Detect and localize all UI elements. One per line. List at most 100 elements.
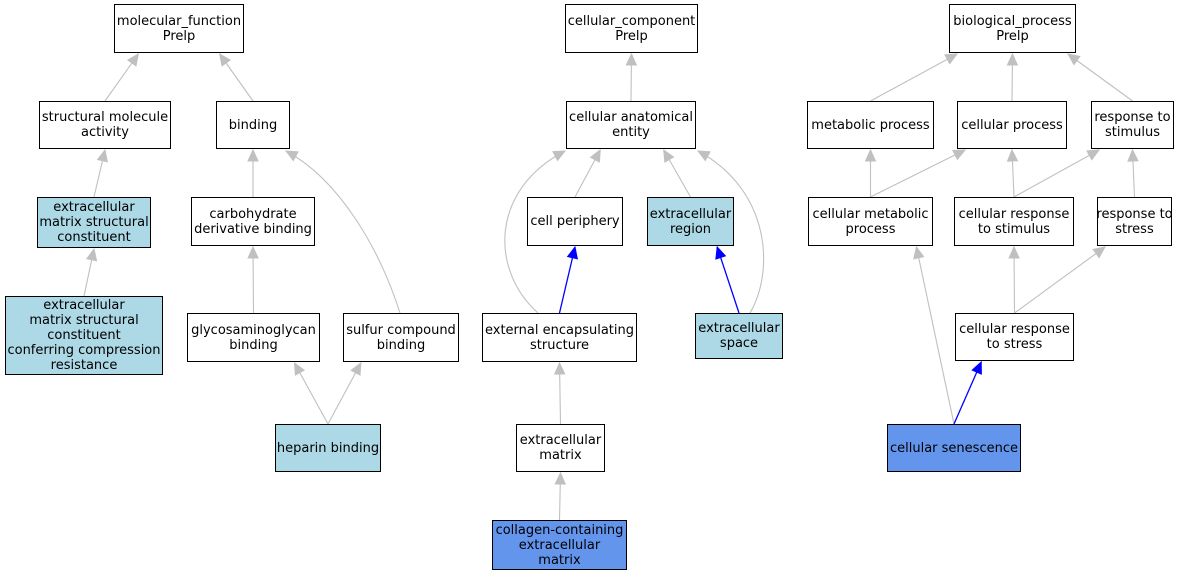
node-label-line: biological_process	[953, 13, 1072, 29]
edge-arrowhead	[247, 245, 259, 259]
node-label-line: cellular_component	[567, 13, 696, 29]
edge-arrowhead	[625, 52, 638, 66]
edge-arrowhead	[293, 361, 306, 376]
edge-arrowhead	[350, 361, 362, 376]
edge-arrowhead	[1006, 52, 1019, 66]
node-label-line: constituent	[57, 230, 131, 245]
edge-arrowhead	[696, 150, 711, 162]
edge-heparin-binding-to-sulfur-compound-binding	[327, 362, 362, 425]
node-label-line: matrix structural	[29, 313, 139, 328]
edge-arrowhead	[219, 53, 232, 67]
node-cellular-process: cellular process	[957, 101, 1067, 149]
node-label-line: binding	[228, 117, 278, 133]
node-label-line: cellular senescence	[890, 440, 1018, 456]
node-label-line: resistance	[50, 358, 118, 373]
node-label-line: conferring compression	[7, 343, 161, 358]
edge-arrowhead	[589, 148, 601, 163]
edge-response-to-stimulus-to-bp-root	[1067, 53, 1133, 102]
node-label-line: cell periphery	[530, 214, 620, 229]
edge-arrowhead	[247, 148, 259, 162]
edge-cellular-senescence-to-cellular-metabolic-process	[915, 246, 955, 425]
node-cellular-senescence: cellular senescence	[887, 424, 1021, 472]
node-label-line: matrix	[538, 552, 581, 568]
node-label-line: sulfur compound	[346, 322, 456, 338]
node-label-line: cellular anatomical	[569, 110, 693, 125]
node-label-line: response to	[1096, 206, 1173, 222]
edge-arrowhead	[1127, 148, 1139, 162]
edge-arrowhead	[663, 148, 675, 163]
node-label-line: constituent	[47, 328, 121, 343]
edge-arrowhead	[1067, 53, 1081, 66]
node-heparin-binding: heparin binding	[275, 424, 381, 472]
edge-arrowhead	[554, 471, 567, 485]
edge-arrowhead	[715, 245, 727, 260]
node-label-line: Prelp	[996, 28, 1029, 44]
edge-cellular-response-to-stimulus-to-response-to-stimulus	[1013, 149, 1100, 198]
node-label-line: matrix structural	[39, 215, 149, 230]
edge-arrowhead	[96, 148, 109, 163]
node-label-line: extracellular	[43, 298, 125, 313]
node-label-line: to stress	[986, 337, 1043, 352]
edge-arrowhead	[971, 360, 982, 375]
node-label-line: process	[845, 221, 896, 237]
edge-arrowhead	[85, 247, 98, 262]
node-label-line: extracellular	[518, 537, 601, 553]
node-label-line: derivative binding	[194, 221, 312, 237]
edge-heparin-binding-to-glycosaminoglycan-binding	[293, 362, 329, 425]
edge-extracellular-space-to-cellular-anatomical-entity	[697, 150, 765, 314]
node-label-line: molecular_function	[116, 13, 242, 29]
node-label-line: Prelp	[162, 28, 196, 44]
edge-cellular-response-to-stress-to-response-to-stress	[1014, 246, 1106, 314]
node-label-line: cellular metabolic	[812, 206, 929, 222]
node-label-line: glycosaminoglycan	[191, 322, 316, 338]
node-label-line: stress	[1115, 221, 1154, 237]
node-label-line: cellular process	[961, 117, 1063, 133]
node-label-line: region	[669, 221, 712, 237]
edge-arrowhead	[1092, 246, 1106, 259]
edge-arrowhead	[284, 150, 299, 162]
node-label-line: cellular response	[958, 206, 1070, 222]
node-label-line: to stimulus	[977, 221, 1051, 237]
node-label-line: activity	[81, 125, 129, 140]
node-label-line: space	[719, 336, 759, 351]
node-binding: binding	[216, 101, 290, 149]
edge-arrowhead	[553, 361, 566, 375]
edge-arrowhead	[913, 245, 925, 260]
edge-sulfur-compound-binding-to-binding	[285, 150, 401, 314]
node-label-line: heparin binding	[276, 440, 380, 456]
node-label-line: extracellular	[649, 206, 732, 222]
edge-arrowhead	[566, 245, 578, 260]
edge-arrowhead	[944, 53, 959, 65]
edge-arrowhead	[1086, 149, 1101, 161]
node-label-line: matrix	[539, 448, 582, 463]
edge-cellular-metabolic-process-to-cellular-process	[870, 149, 966, 198]
edge-external-encapsulating-structure-to-cellular-anatomical-entity	[504, 150, 566, 314]
edge-arrowhead	[552, 150, 567, 162]
edge-metabolic-process-to-bp-root	[870, 53, 958, 102]
node-label-line: cellular response	[959, 322, 1070, 337]
node-metabolic-process: metabolic process	[807, 101, 934, 149]
edge-arrowhead	[952, 149, 967, 161]
node-label-line: response to	[1094, 110, 1171, 125]
node-label-line: binding	[376, 337, 426, 353]
node-label-line: collagen-containing	[495, 522, 624, 538]
